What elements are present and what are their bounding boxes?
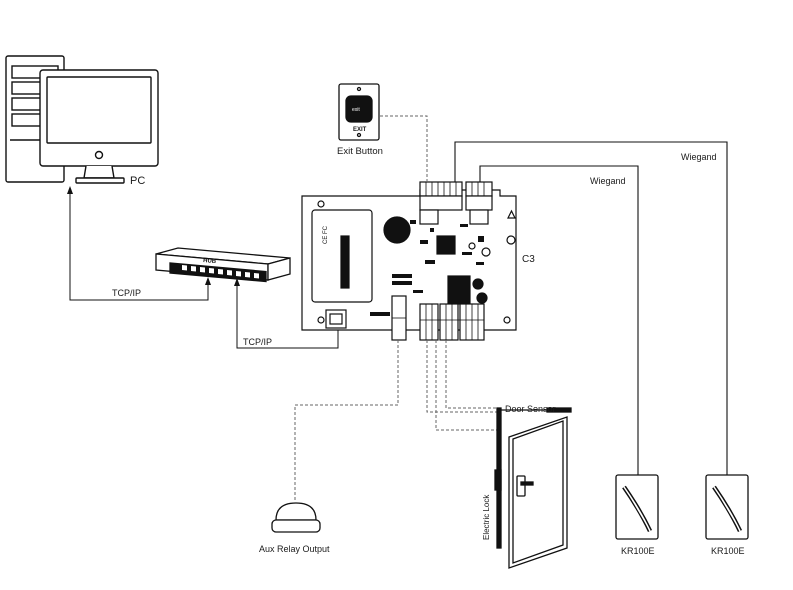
reader-2-label: KR100E — [711, 546, 745, 556]
door: Electric Lock — [482, 407, 572, 569]
exit-text: EXIT — [353, 127, 367, 133]
exit-button-device: exit EXIT Exit Button — [337, 83, 383, 157]
reader-1-label: KR100E — [621, 546, 655, 556]
hub-label: HUB — [203, 258, 217, 265]
electric-lock-label: Electric Lock — [482, 494, 491, 540]
pc-monitor — [39, 69, 159, 184]
controller-model-label: C3 — [522, 254, 535, 265]
tcpip-label-2: TCP/IP — [243, 337, 272, 347]
svg-text:exit: exit — [352, 107, 360, 113]
ce-fc-mark: CE FC — [323, 225, 329, 244]
controller-board: CE FC — [301, 181, 535, 341]
wiegand-label-1: Wiegand — [681, 152, 717, 162]
exit-button-wire — [380, 115, 428, 182]
tcpip-links — [67, 186, 339, 349]
wiegand-label-2: Wiegand — [590, 176, 626, 186]
aux-relay-label: Aux Relay Output — [259, 544, 330, 554]
network-hub: HUB — [155, 247, 291, 283]
door-wires — [294, 340, 500, 500]
card-reader-1: KR100E — [615, 474, 659, 556]
tcpip-label-1: TCP/IP — [112, 288, 141, 298]
aux-relay-beacon: Aux Relay Output — [259, 502, 330, 554]
card-reader-2: KR100E — [705, 474, 749, 556]
top-terminals — [419, 181, 493, 225]
exit-button-label: Exit Button — [337, 146, 383, 157]
pc-computer: PC — [5, 55, 159, 187]
wiegand-wires — [454, 141, 728, 475]
pc-label: PC — [130, 175, 145, 187]
door-sensor-label: Door Sensor — [505, 404, 556, 414]
